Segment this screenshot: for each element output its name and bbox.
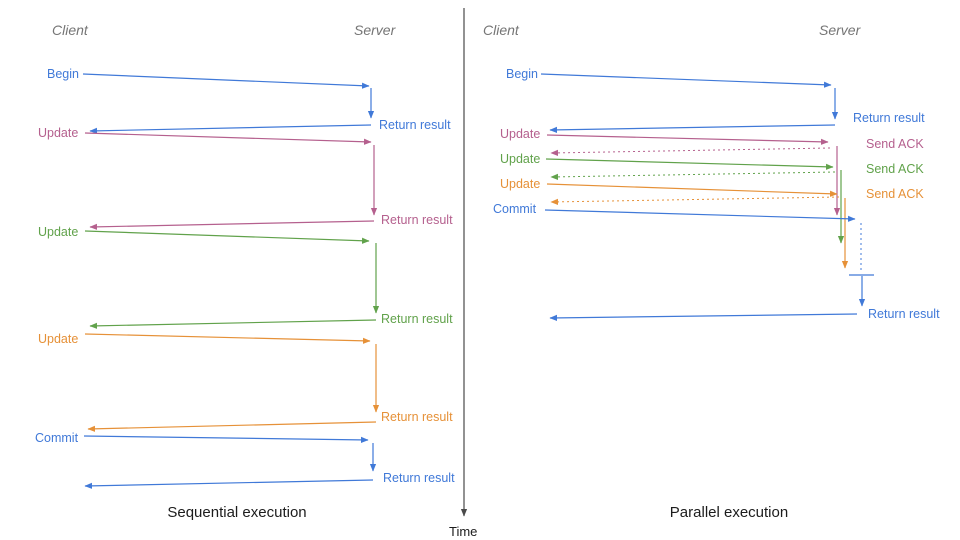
response-label: Send ACK	[866, 187, 924, 201]
message-update-1: Update Return result	[38, 126, 453, 230]
request-arrow	[84, 132, 372, 145]
response-label: Return result	[379, 118, 451, 132]
server-header: Server	[354, 22, 397, 38]
request-arrow	[84, 230, 370, 244]
message-update-3: Update Return result	[38, 332, 453, 432]
message-begin: Begin Return result	[47, 67, 451, 134]
message-label: Commit	[35, 431, 79, 445]
message-update-3: Update Send ACK	[500, 177, 924, 269]
response-arrow	[84, 479, 374, 489]
message-begin: Begin Return result	[506, 67, 925, 133]
response-arrow	[87, 421, 377, 432]
message-update-2: Update Return result	[38, 225, 453, 329]
message-label: Update	[500, 177, 540, 191]
response-arrow	[549, 124, 836, 133]
client-header: Client	[52, 22, 89, 38]
message-update-2: Update Send ACK	[500, 152, 924, 244]
ack-dotted-arrow	[550, 196, 840, 205]
panel-title-parallel: Parallel execution	[670, 504, 788, 521]
response-label: Send ACK	[866, 137, 924, 151]
ack-dotted-arrow	[550, 171, 836, 180]
message-label: Begin	[506, 67, 538, 81]
message-commit: Commit Return result	[493, 202, 940, 322]
response-label: Return result	[868, 307, 940, 321]
time-axis-label: Time	[449, 524, 477, 539]
request-arrow	[544, 209, 856, 222]
response-label: Return result	[383, 471, 455, 485]
response-label: Send ACK	[866, 162, 924, 176]
response-arrow	[549, 313, 858, 322]
request-arrow	[540, 73, 832, 88]
message-label: Update	[500, 127, 540, 141]
server-header: Server	[819, 22, 862, 38]
request-arrow	[546, 134, 829, 145]
client-header: Client	[483, 22, 520, 38]
message-label: Update	[38, 225, 78, 239]
message-update-1: Update Send ACK	[500, 127, 924, 216]
panel-title-sequential: Sequential execution	[167, 504, 306, 521]
time-axis: Time	[449, 8, 477, 539]
sequential-panel: Client Server Begin Return result Update…	[35, 22, 455, 521]
request-arrow	[83, 435, 369, 444]
ack-dotted-arrow	[550, 147, 831, 156]
response-arrow	[89, 124, 372, 134]
response-label: Return result	[853, 111, 925, 125]
message-label: Update	[38, 332, 78, 346]
response-label: Return result	[381, 213, 453, 227]
message-commit: Commit Return result	[35, 431, 455, 489]
request-arrow	[84, 333, 371, 344]
request-arrow	[82, 73, 370, 89]
parallel-panel: Client Server Begin Return result Update…	[483, 22, 940, 521]
request-arrow	[545, 158, 834, 170]
response-label: Return result	[381, 312, 453, 326]
message-label: Commit	[493, 202, 537, 216]
message-label: Begin	[47, 67, 79, 81]
response-arrow	[89, 319, 377, 329]
response-label: Return result	[381, 410, 453, 424]
message-label: Update	[500, 152, 540, 166]
response-arrow	[89, 220, 375, 230]
message-label: Update	[38, 126, 78, 140]
request-arrow	[546, 183, 838, 197]
